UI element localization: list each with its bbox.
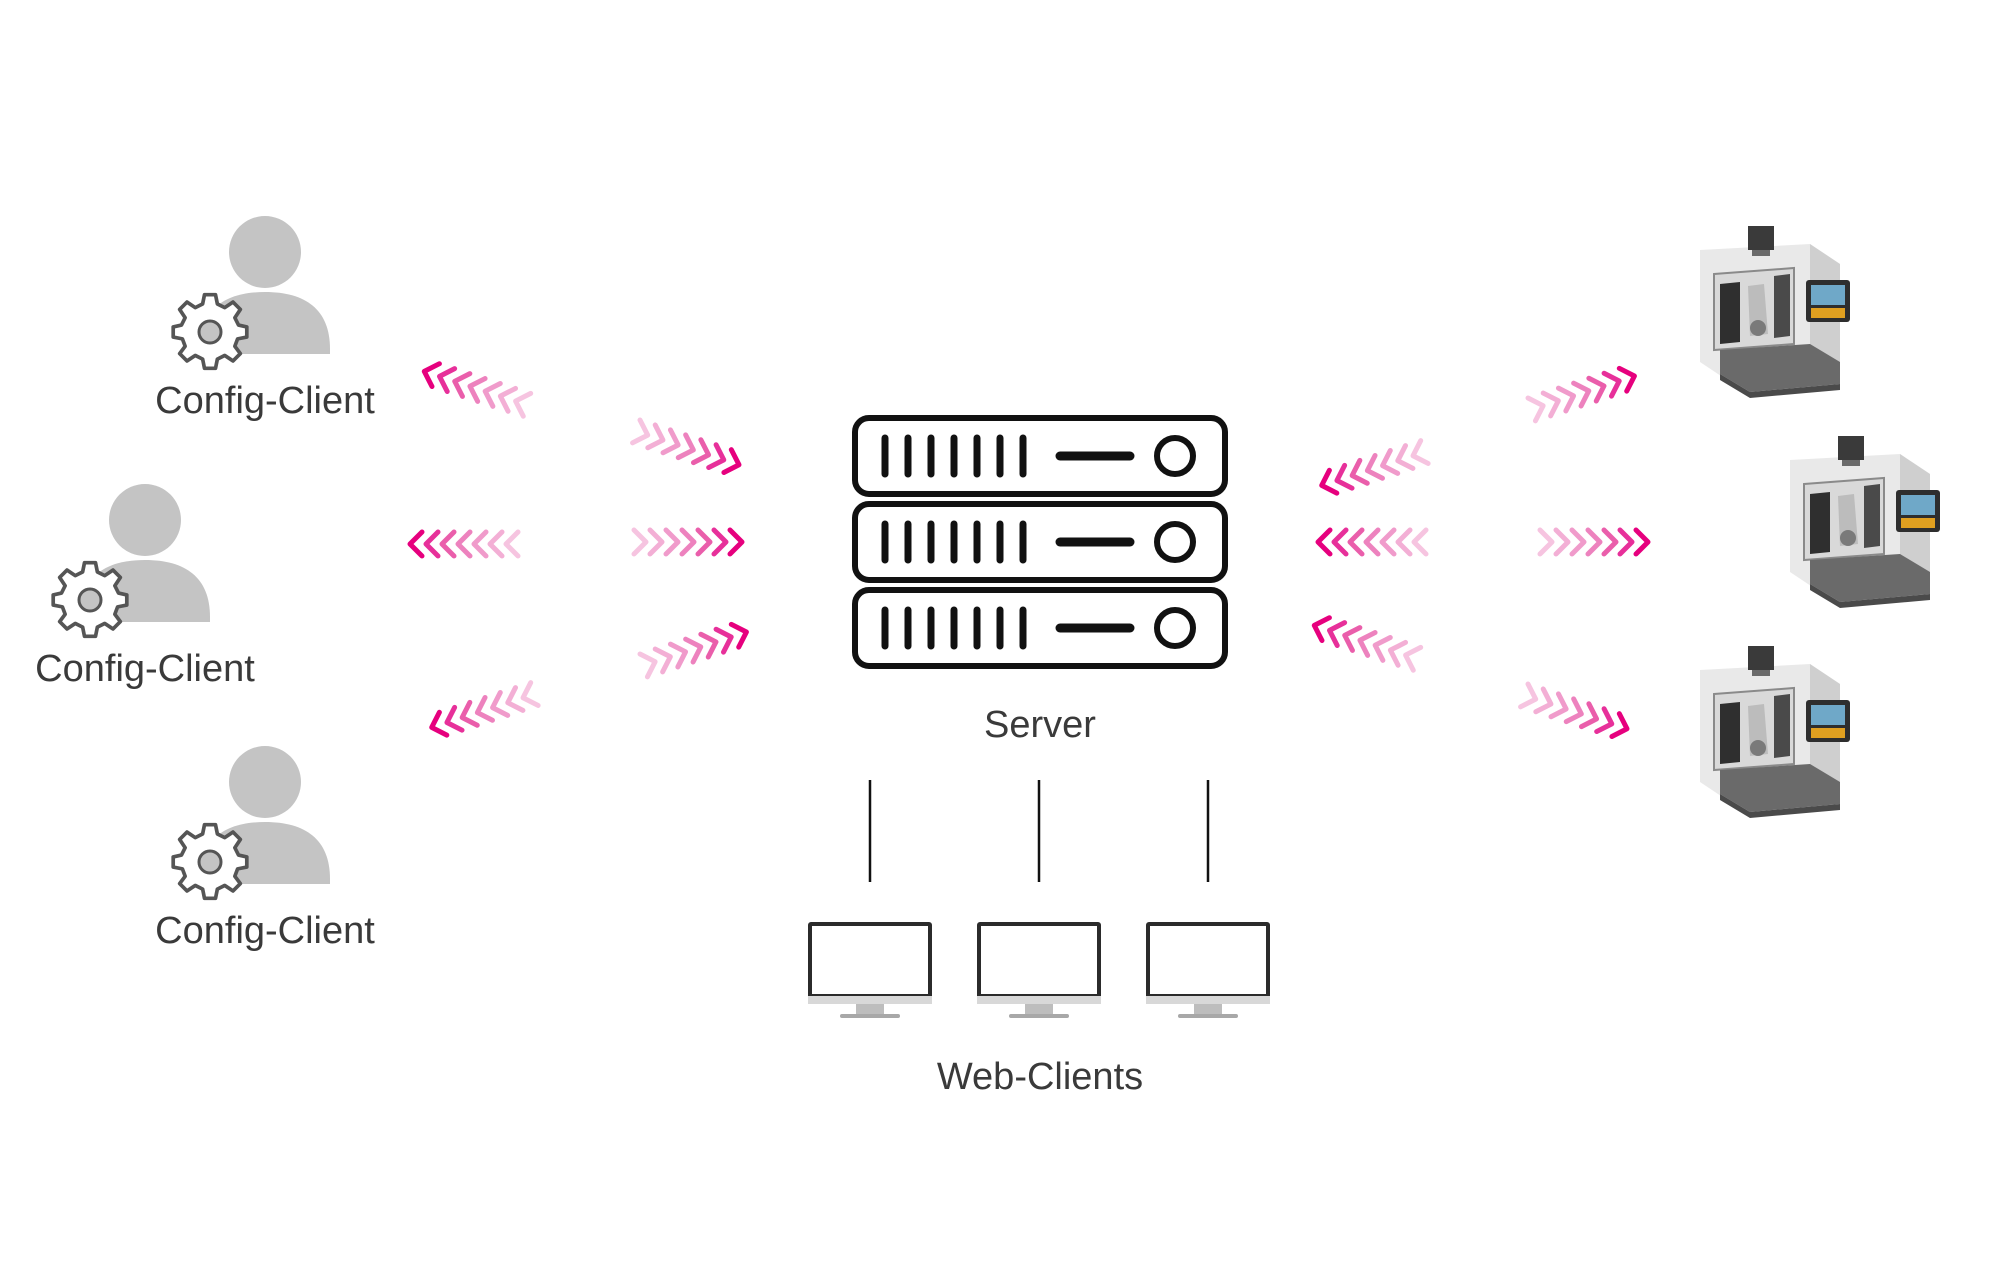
cnc-machine-icon [1699,645,1851,819]
chevron-arrows-9 [1311,614,1421,670]
server-label: Server [984,704,1096,746]
monitor-icon [808,922,932,1018]
arrows-left-to-clients [410,360,538,739]
arrows-right-to-machines [1521,365,1648,741]
cnc-machine-icon [1789,435,1941,609]
monitor-icon [1146,922,1270,1018]
chevron-arrows-3 [428,683,538,739]
arrows-right-to-server [633,420,751,677]
config-client-label-3: Config-Client [155,910,375,952]
web-clients-label: Web-Clients [936,1056,1144,1098]
config-client-label-1: Config-Client [155,380,375,422]
chevron-arrows-5 [634,530,742,554]
chevron-arrows-12 [1521,684,1631,740]
chevron-arrows-2 [410,532,518,556]
user-gear-icon [171,214,332,371]
web-client-connectors [868,780,1210,882]
machines [1699,225,1941,819]
server-rack-icon [855,418,1225,666]
chevron-arrows-11 [1540,530,1648,554]
config-client-1 [171,214,332,371]
chevron-arrows-7 [1318,441,1428,497]
chevron-arrows-1 [421,360,531,416]
arrows-left-to-server [1311,441,1429,671]
user-gear-icon [51,482,213,639]
user-gear-icon [171,744,332,901]
chevron-arrows-8 [1318,530,1426,554]
web-clients [808,922,1270,1018]
config-client-3 [171,744,332,901]
chevron-arrows-6 [640,621,750,677]
server-unit-3 [855,590,1225,666]
cnc-machine-icon [1699,225,1851,399]
server-unit-2 [855,504,1225,580]
config-client-label-2: Config-Client [35,648,255,690]
chevron-arrows-4 [633,420,743,476]
chevron-arrows-10 [1528,365,1638,421]
monitor-icon [977,922,1101,1018]
server-unit-1 [855,418,1225,494]
config-client-2 [51,482,213,639]
